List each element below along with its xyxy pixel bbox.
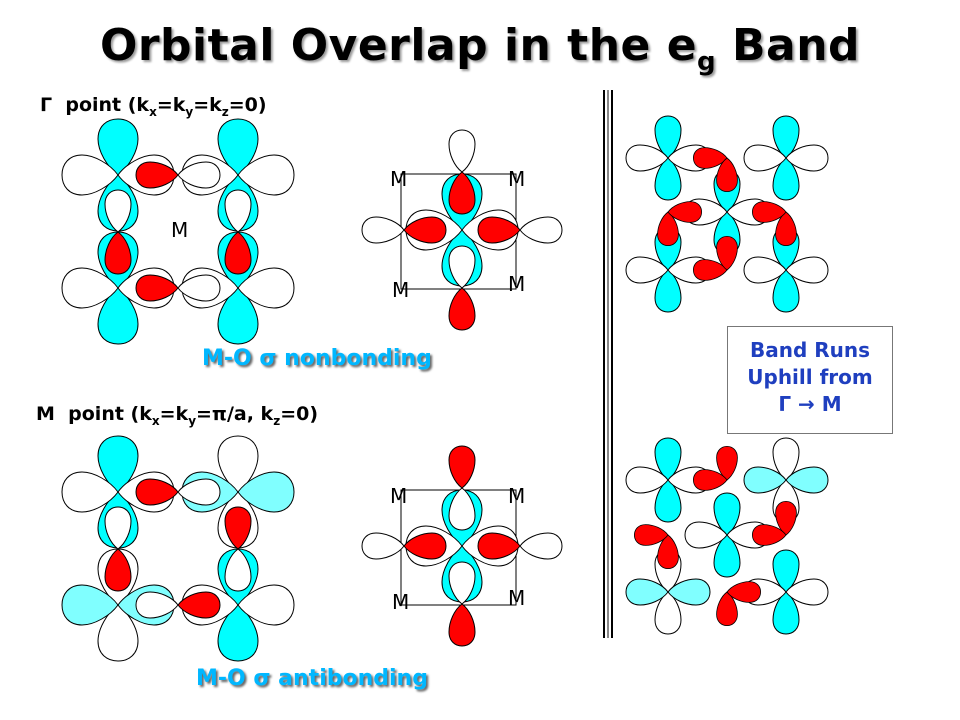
- metal-label: M: [392, 590, 410, 614]
- metal-label: M: [508, 167, 526, 191]
- metal-label: M: [508, 484, 526, 508]
- m-metal-orbitals: [61, 435, 295, 662]
- m-oxygen-orbitals: [361, 445, 563, 647]
- antibonding-label: M-O σ antibonding: [196, 666, 428, 691]
- metal-label: M: [390, 484, 408, 508]
- metal-label: M: [171, 218, 189, 242]
- metal-label: M: [390, 167, 408, 191]
- m-point-label: M point (kx=ky=π/a, kz=0): [36, 403, 319, 428]
- oxygen-orbital-right: [224, 189, 252, 275]
- note-line-1: Band Runs: [749, 338, 871, 362]
- page-title: Orbital Overlap in the eg Band: [99, 20, 861, 77]
- gamma-lattice-orbitals: [625, 115, 829, 313]
- gamma-point-label: Γ point (kx=ky=kz=0): [40, 94, 267, 119]
- metal-label: M: [508, 272, 526, 296]
- oxygen-orbital-top: [135, 161, 221, 189]
- note-line-2: Uphill from: [747, 365, 873, 389]
- band-note: Band Runs Uphill from Γ → M: [727, 326, 893, 434]
- note-line-3: Γ → M: [778, 392, 842, 416]
- gamma-oxygen-orbitals: [361, 129, 563, 331]
- nonbonding-label: M-O σ nonbonding: [202, 346, 432, 371]
- vertical-divider: [603, 90, 613, 638]
- oxygen-orbital-left: [104, 189, 132, 275]
- metal-label: M: [392, 278, 410, 302]
- m-lattice-orbitals: [625, 437, 829, 635]
- oxygen-orbital-bottom: [135, 274, 221, 302]
- metal-label: M: [508, 586, 526, 610]
